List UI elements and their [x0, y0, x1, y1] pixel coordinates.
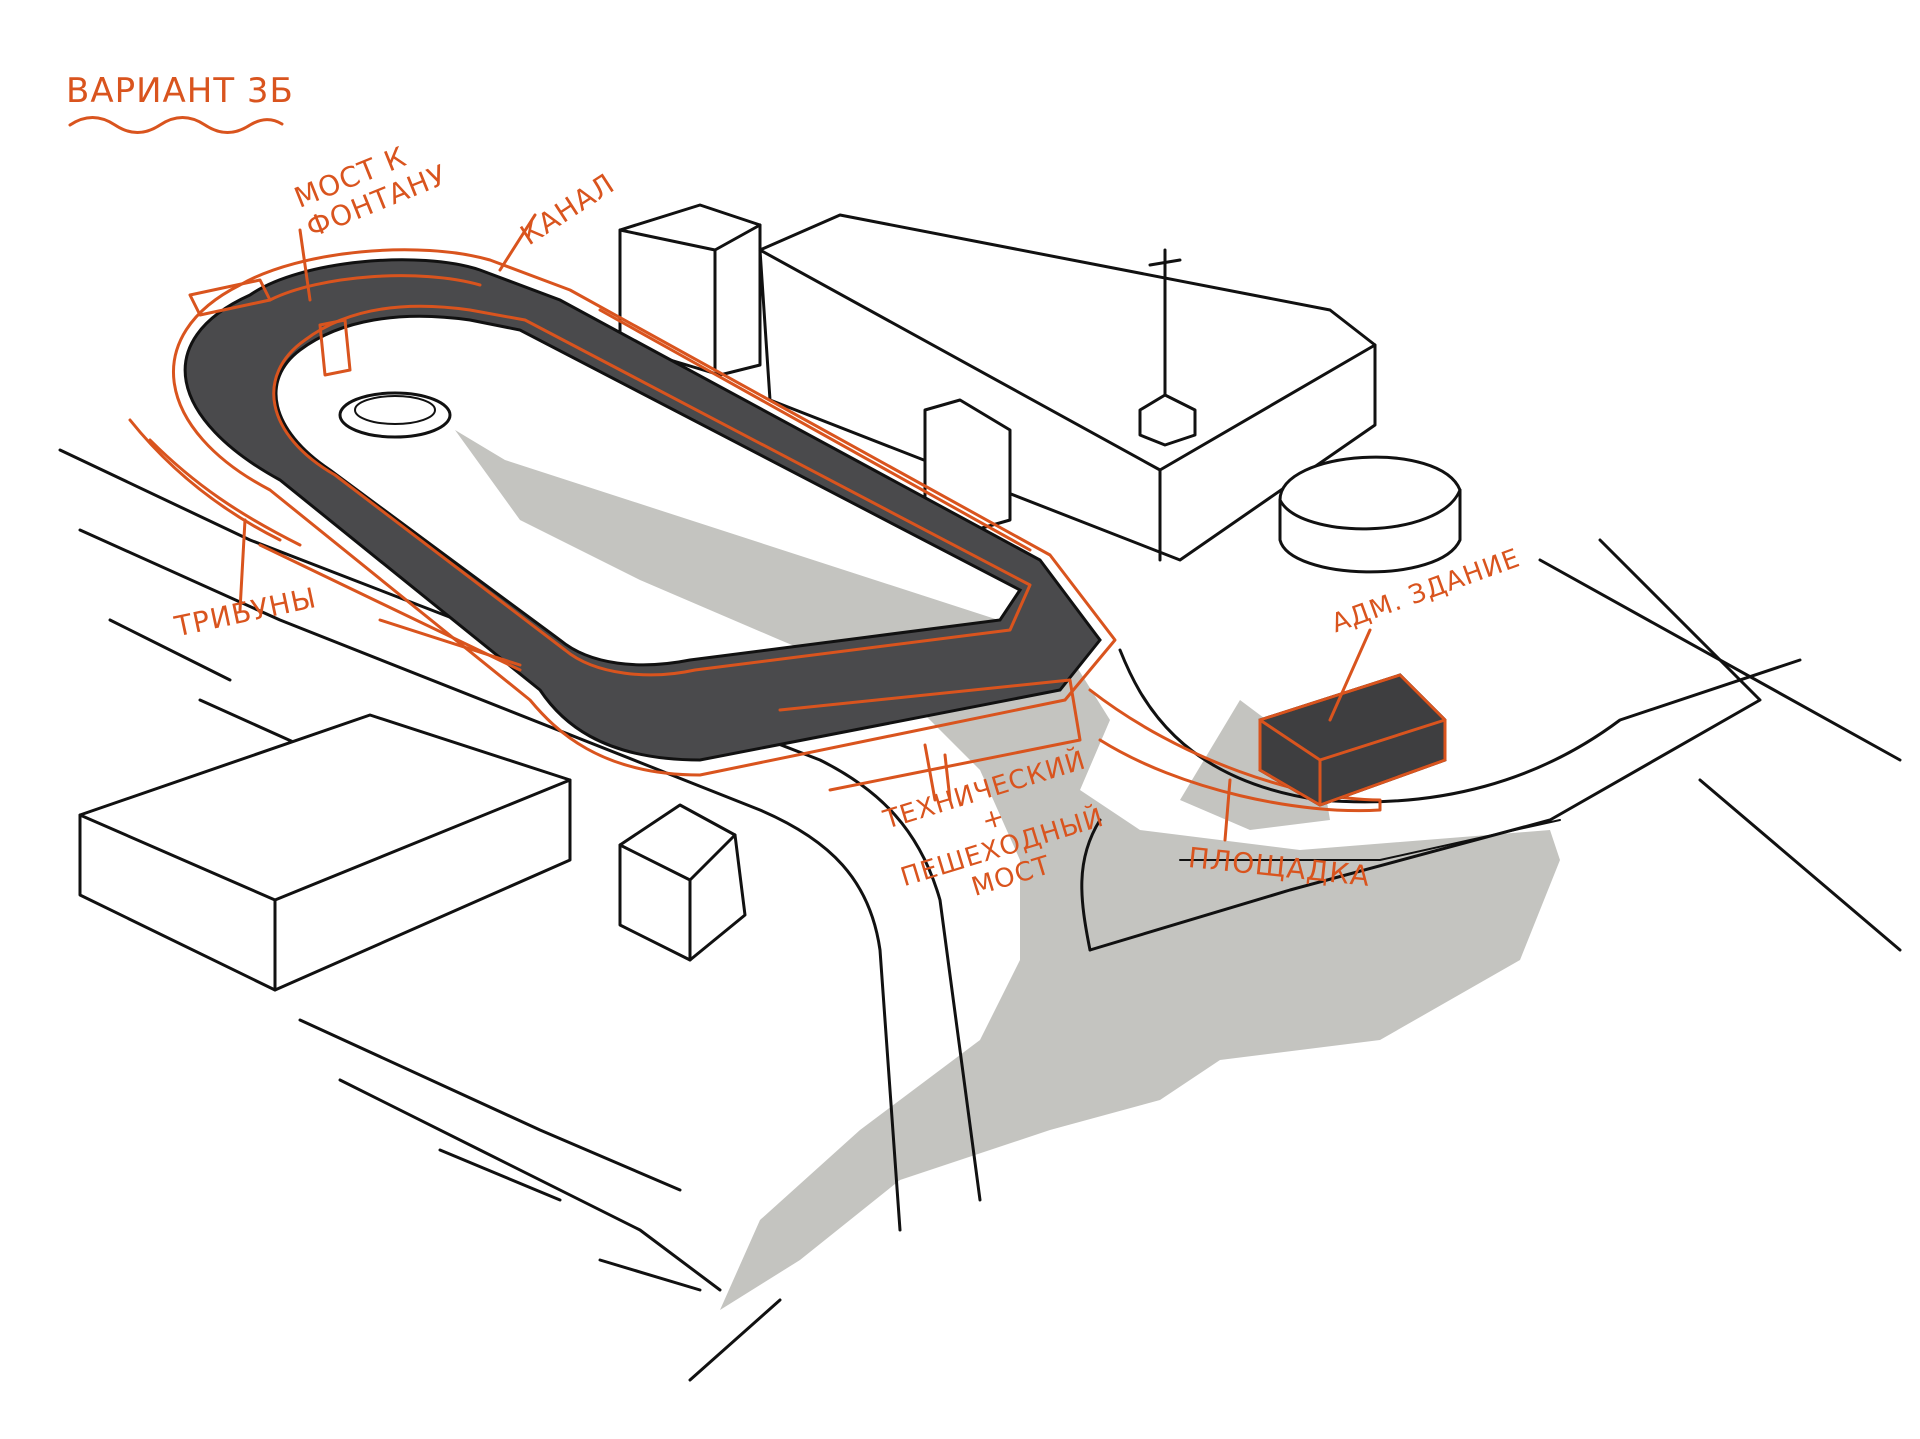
admin-building-box — [1260, 675, 1445, 805]
fountain — [340, 393, 450, 437]
building-rotunda — [1280, 457, 1460, 572]
building-small-kiosk — [620, 805, 745, 960]
title: ВАРИАНТ 3Б — [66, 72, 294, 111]
building-left-block — [80, 715, 570, 990]
title-underline — [70, 118, 282, 133]
